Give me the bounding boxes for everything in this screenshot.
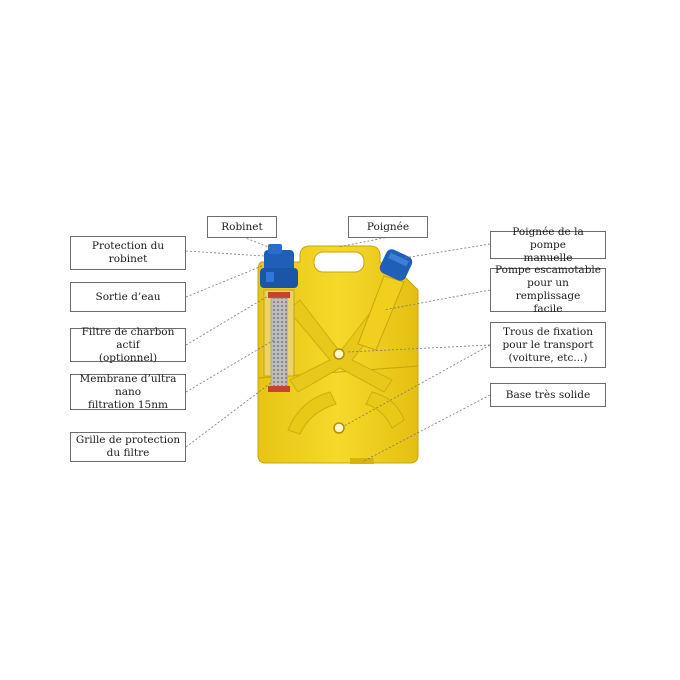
label-poignee: Poignée	[348, 216, 428, 238]
label-sortie-eau: Sortie d’eau	[70, 282, 186, 312]
filter-column	[263, 289, 295, 392]
label-filtre-charbon: Filtre de charbon actif (optionnel)	[70, 326, 186, 364]
label-poignee-pompe: Poignée de la pompe manuelle	[490, 226, 606, 264]
fixing-hole-lower	[333, 422, 345, 434]
pump-tube	[357, 275, 405, 351]
label-membrane: Membrane d’ultra nano filtration 15nm	[70, 373, 186, 411]
label-base: Base très solide	[490, 383, 606, 407]
filter-red-band	[268, 292, 290, 298]
tap	[260, 244, 298, 288]
label-robinet: Robinet	[207, 216, 277, 238]
filter-bottom-band	[268, 386, 290, 392]
fixing-hole-upper	[333, 348, 345, 360]
label-grille: Grille de protection du filtre	[70, 432, 186, 462]
label-trous-fixation: Trous de fixation pour le transport (voi…	[490, 322, 606, 368]
handle-opening	[313, 251, 365, 273]
leader-lines	[185, 236, 491, 463]
label-protection-robinet: Protection du robinet	[70, 236, 186, 270]
label-pompe-escamotable: Pompe escamotable pour un remplissage fa…	[490, 264, 606, 315]
membrane-mesh	[270, 297, 288, 389]
pump-handle-cap	[379, 249, 413, 281]
